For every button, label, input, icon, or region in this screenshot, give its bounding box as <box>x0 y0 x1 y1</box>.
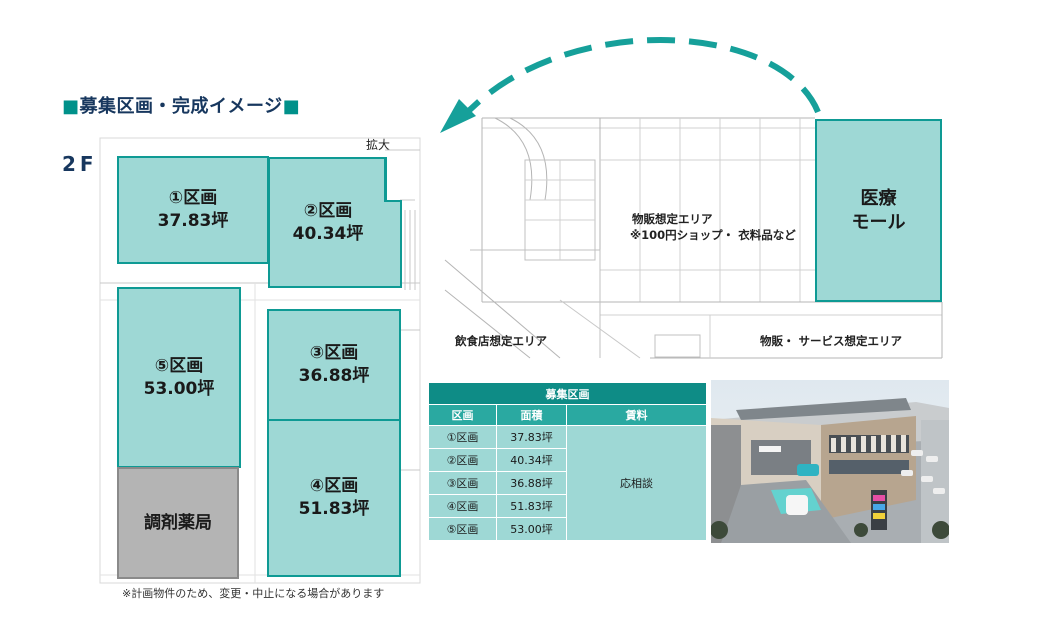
zone-3-area: 36.88坪 <box>298 366 370 386</box>
zone-2-name: ②区画 <box>303 200 353 221</box>
table-cell-rent: 応相談 <box>566 425 707 541</box>
retail-area-title: 物販想定エリア <box>632 212 713 226</box>
table-row: ⑤区画 53.00坪 <box>428 517 707 541</box>
expand-label: 拡大 <box>366 138 391 152</box>
zone-1-area: 37.83坪 <box>157 211 229 231</box>
zone-4-name: ④区画 <box>309 476 359 496</box>
zone-3: ③区画 36.88坪 <box>267 309 401 421</box>
zone-3-name: ③区画 <box>309 343 359 363</box>
medical-mall-line2: モール <box>851 211 906 233</box>
pharmacy-name: 調剤薬局 <box>144 512 212 533</box>
section-title: ■募集区画・完成イメージ■ <box>62 92 300 118</box>
title-text: 募集区画・完成イメージ <box>79 96 283 117</box>
retail-area-examples: ※100円ショップ・ 衣料品など <box>630 228 796 242</box>
table-cell-zone: ③区画 <box>428 471 497 495</box>
table-row: ①区画 37.83坪 応相談 <box>428 425 707 541</box>
table-cell-zone: ⑤区画 <box>428 517 497 541</box>
title-marker-right: ■ <box>282 96 301 117</box>
zone-2-edge <box>384 157 387 202</box>
table-cell-area: 37.83坪 <box>496 425 567 449</box>
table-cell-zone: ②区画 <box>428 448 497 472</box>
food-area-label: 飲食店想定エリア <box>455 334 547 348</box>
zone-5-area: 53.00坪 <box>143 378 215 399</box>
floor-label: 2F <box>62 152 98 176</box>
table-header-zone: 区画 <box>428 404 497 426</box>
zone-2-area: 40.34坪 <box>292 223 364 244</box>
table-cell-zone: ④区画 <box>428 494 497 518</box>
table-cell-area: 53.00坪 <box>496 517 567 541</box>
zone-5: ⑤区画 53.00坪 <box>117 287 241 468</box>
zone-4: ④区画 51.83坪 <box>267 419 401 577</box>
zone-1-name: ①区画 <box>168 188 218 208</box>
plan-note: ※計画物件のため、変更・中止になる場合があります <box>122 587 385 600</box>
medical-mall-line1: 医療 <box>860 187 897 209</box>
table-caption: 募集区画 <box>428 382 707 405</box>
building-rendering-image <box>711 380 949 543</box>
zone-2-extension <box>384 200 402 288</box>
table-cell-area: 36.88坪 <box>496 471 567 495</box>
retail-area-label: 物販想定エリア ※100円ショップ・ 衣料品など <box>630 211 796 243</box>
zone-pharmacy: 調剤薬局 <box>117 467 239 579</box>
table-cell-zone: ①区画 <box>428 425 497 449</box>
zone-2: ②区画 40.34坪 <box>268 157 386 288</box>
medical-mall: 医療 モール <box>815 119 942 302</box>
table-cell-area: 40.34坪 <box>496 448 567 472</box>
zone-5-name: ⑤区画 <box>154 355 204 376</box>
zone-1: ①区画 37.83坪 <box>117 156 269 264</box>
table-cell-area: 51.83坪 <box>496 494 567 518</box>
zone-4-area: 51.83坪 <box>298 499 370 519</box>
dashed-arrow-icon <box>440 37 821 133</box>
service-area-label: 物販・ サービス想定エリア <box>760 334 903 348</box>
table-row: ②区画 40.34坪 <box>428 448 707 472</box>
table-row: ④区画 51.83坪 <box>428 494 707 518</box>
table-header-rent: 賃料 <box>566 404 707 426</box>
recruitment-table: 募集区画 区画 面積 賃料 ①区画 37.83坪 応相談 ②区画 40.34坪 … <box>428 382 707 541</box>
table-header-area: 面積 <box>496 404 567 426</box>
title-marker-left: ■ <box>62 96 80 117</box>
